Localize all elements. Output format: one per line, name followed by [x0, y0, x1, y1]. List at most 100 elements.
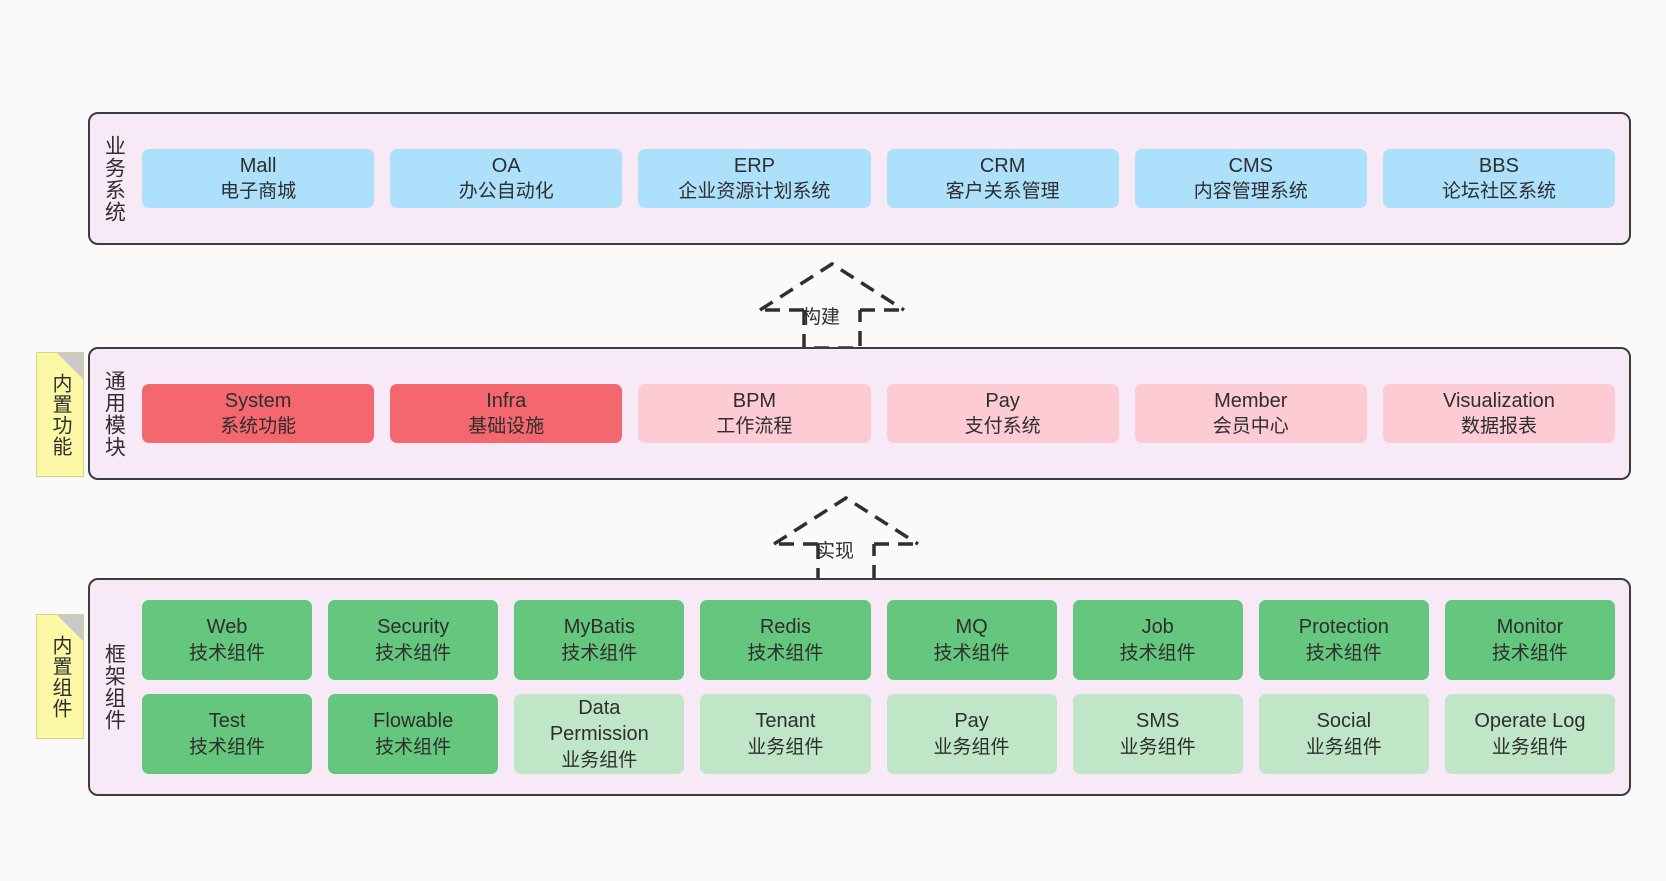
card-job[interactable]: Job 技术组件: [1072, 600, 1243, 680]
card-title: Social: [1316, 710, 1372, 733]
card-title: Member: [1214, 389, 1288, 412]
card-title: Flowable: [373, 710, 454, 733]
card-subtitle: 企业资源计划系统: [678, 181, 831, 203]
card-subtitle: 电子商城: [220, 181, 297, 203]
card-title: Monitor: [1496, 616, 1564, 639]
card-title: Mall: [239, 154, 277, 177]
card-subtitle: 会员中心: [1212, 416, 1289, 438]
arrow-implement-icon: [773, 495, 919, 584]
card-row: Web 技术组件 Security 技术组件 MyBatis 技术组件 Redi…: [142, 600, 1615, 680]
card-subtitle: 客户关系管理: [945, 181, 1060, 203]
card-mq[interactable]: MQ 技术组件: [886, 600, 1057, 680]
arrow-implement-label: 实现: [816, 541, 855, 562]
card-row: Test 技术组件 Flowable 技术组件 Data Permission …: [142, 694, 1615, 774]
layer-body-common-module: System 系统功能 Infra 基础设施 BPM 工作流程 Pay 支付系统…: [136, 349, 1629, 478]
card-data-permission[interactable]: Data Permission 业务组件: [514, 694, 685, 774]
card-row: System 系统功能 Infra 基础设施 BPM 工作流程 Pay 支付系统…: [142, 383, 1616, 444]
card-pay[interactable]: Pay 支付系统: [886, 383, 1119, 444]
card-monitor[interactable]: Monitor 技术组件: [1444, 600, 1615, 680]
card-bbs[interactable]: BBS 论坛社区系统: [1382, 148, 1616, 209]
card-title: Data Permission: [549, 697, 649, 746]
card-subtitle: 数据报表: [1460, 416, 1537, 438]
card-title: BPM: [732, 389, 777, 412]
card-infra[interactable]: Infra 基础设施: [390, 383, 623, 444]
card-flowable[interactable]: Flowable 技术组件: [328, 694, 499, 774]
note-fold-icon: [57, 353, 83, 379]
layer-common-module[interactable]: 通用模块 System 系统功能 Infra 基础设施 BPM 工作流程 Pay…: [88, 347, 1631, 480]
card-title: Test: [208, 710, 246, 733]
card-member[interactable]: Member 会员中心: [1134, 383, 1367, 444]
card-system[interactable]: System 系统功能: [142, 383, 375, 444]
card-pay-component[interactable]: Pay 业务组件: [886, 694, 1057, 774]
card-subtitle: 技术组件: [375, 642, 452, 664]
card-oa[interactable]: OA 办公自动化: [390, 148, 623, 209]
arrow-implement: 实现: [766, 492, 926, 584]
card-title: CRM: [979, 154, 1026, 177]
card-web[interactable]: Web 技术组件: [142, 600, 313, 680]
card-security[interactable]: Security 技术组件: [328, 600, 499, 680]
card-subtitle: 基础设施: [468, 416, 545, 438]
card-title: Protection: [1298, 616, 1389, 639]
card-cms[interactable]: CMS 内容管理系统: [1134, 148, 1367, 209]
card-crm[interactable]: CRM 客户关系管理: [886, 148, 1119, 209]
card-subtitle: 技术组件: [1305, 642, 1382, 664]
card-subtitle: 工作流程: [716, 416, 793, 438]
card-subtitle: 内容管理系统: [1193, 181, 1308, 203]
note-builtin-function[interactable]: 内置功能: [36, 352, 84, 477]
card-subtitle: 业务组件: [933, 736, 1010, 758]
card-redis[interactable]: Redis 技术组件: [700, 600, 871, 680]
card-title: Security: [377, 616, 450, 639]
card-subtitle: 业务组件: [561, 749, 638, 771]
card-social[interactable]: Social 业务组件: [1258, 694, 1429, 774]
card-subtitle: 系统功能: [220, 416, 297, 438]
card-subtitle: 技术组件: [561, 642, 638, 664]
note-fold-icon: [57, 615, 83, 641]
card-subtitle: 论坛社区系统: [1441, 181, 1556, 203]
card-title: OA: [491, 154, 521, 177]
card-title: Pay: [985, 389, 1020, 412]
card-bpm[interactable]: BPM 工作流程: [638, 383, 871, 444]
card-erp[interactable]: ERP 企业资源计划系统: [638, 148, 871, 209]
card-row: Mall 电子商城 OA 办公自动化 ERP 企业资源计划系统 CRM 客户关系…: [142, 148, 1616, 209]
card-title: Pay: [954, 710, 989, 733]
card-subtitle: 技术组件: [189, 642, 266, 664]
card-subtitle: 业务组件: [747, 736, 824, 758]
card-subtitle: 技术组件: [189, 736, 266, 758]
card-mall[interactable]: Mall 电子商城: [142, 148, 375, 209]
card-operate-log[interactable]: Operate Log 业务组件: [1444, 694, 1615, 774]
card-subtitle: 业务组件: [1119, 736, 1196, 758]
card-title: System: [224, 389, 292, 412]
card-subtitle: 技术组件: [747, 642, 824, 664]
card-subtitle: 业务组件: [1305, 736, 1382, 758]
layer-framework-component[interactable]: 框架组件 Web 技术组件 Security 技术组件 MyBatis 技术组件…: [88, 578, 1631, 796]
card-test[interactable]: Test 技术组件: [142, 694, 313, 774]
layer-title-business-system: 业务系统: [102, 134, 126, 223]
arrow-build-label: 构建: [802, 307, 841, 328]
card-title: Job: [1141, 616, 1174, 639]
card-title: Infra: [486, 389, 527, 412]
card-title: Redis: [759, 616, 811, 639]
card-title: Tenant: [755, 710, 816, 733]
card-subtitle: 技术组件: [1119, 642, 1196, 664]
card-title: Visualization: [1442, 389, 1555, 412]
card-subtitle: 技术组件: [933, 642, 1010, 664]
layer-body-framework-component: Web 技术组件 Security 技术组件 MyBatis 技术组件 Redi…: [136, 580, 1629, 794]
card-tenant[interactable]: Tenant 业务组件: [700, 694, 871, 774]
card-title: MyBatis: [563, 616, 635, 639]
card-subtitle: 支付系统: [964, 416, 1041, 438]
card-sms[interactable]: SMS 业务组件: [1072, 694, 1243, 774]
card-subtitle: 业务组件: [1491, 736, 1568, 758]
layer-business-system[interactable]: 业务系统 Mall 电子商城 OA 办公自动化 ERP 企业资源计划系统 CRM…: [88, 112, 1631, 245]
arrow-build-icon: [759, 261, 905, 350]
layer-body-business-system: Mall 电子商城 OA 办公自动化 ERP 企业资源计划系统 CRM 客户关系…: [136, 114, 1629, 243]
note-builtin-component[interactable]: 内置组件: [36, 614, 84, 739]
card-mybatis[interactable]: MyBatis 技术组件: [514, 600, 685, 680]
card-protection[interactable]: Protection 技术组件: [1258, 600, 1429, 680]
card-title: ERP: [733, 154, 775, 177]
card-visualization[interactable]: Visualization 数据报表: [1382, 383, 1616, 444]
card-title: Web: [206, 616, 248, 639]
card-subtitle: 技术组件: [375, 736, 452, 758]
note-label: 内置组件: [49, 634, 71, 719]
arrow-build: 构建: [752, 258, 912, 350]
